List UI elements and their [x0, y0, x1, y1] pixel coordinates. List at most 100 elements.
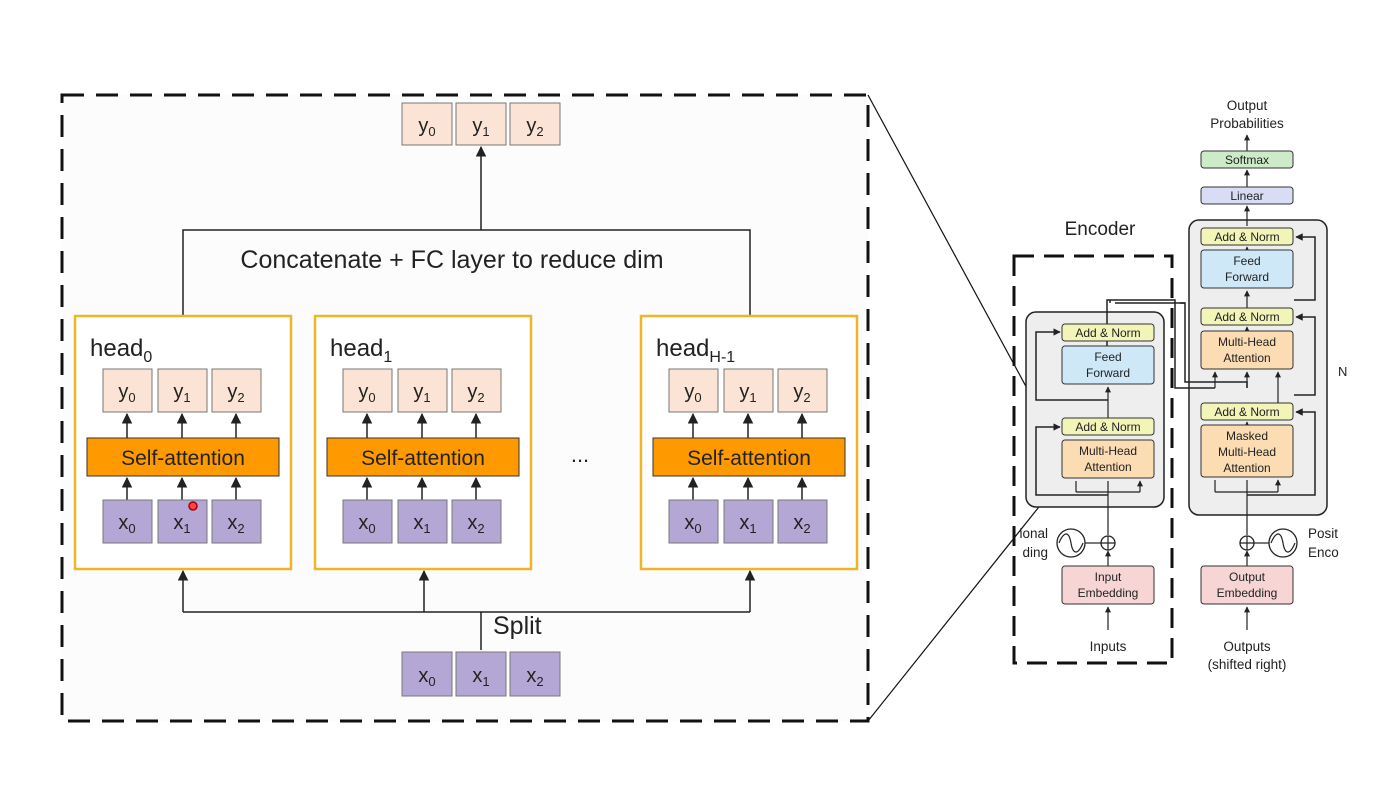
linear-box — [1200, 186, 1294, 205]
head-input-token — [342, 499, 393, 544]
multi-head-attention-box — [1200, 330, 1294, 370]
add-norm-box — [1200, 227, 1294, 246]
encoder-to-decoder-connection — [1115, 302, 1248, 388]
input-embedding-label: Input — [1095, 570, 1122, 584]
feed-forward-box — [1061, 345, 1155, 385]
arrow — [1075, 481, 1140, 535]
input-token-row: x0 x1 x2 — [401, 651, 561, 697]
input-embedding-box — [1061, 565, 1155, 605]
head-output-token — [777, 368, 828, 413]
residual-connection — [1035, 423, 1108, 496]
add-norm-box — [1061, 417, 1155, 436]
head-input-token-label: x0 — [684, 512, 701, 536]
head-output-token — [342, 368, 393, 413]
add-circle-icon — [1101, 536, 1115, 550]
encoder-title: Encoder — [1065, 219, 1136, 240]
head-input-token — [723, 499, 774, 544]
multi-head-attention-box — [1061, 439, 1155, 479]
self-attention-label: Self-attention — [361, 447, 485, 470]
self-attention-box — [326, 437, 520, 477]
head-input-token-label: x0 — [358, 512, 375, 536]
clipped-label: N — [1338, 364, 1347, 379]
output-token-row: y0 y1 y2 — [401, 102, 561, 146]
residual-connection — [1294, 233, 1316, 301]
svg-text:x1: x1 — [472, 665, 489, 689]
attention-heads: head0y0x0y1x1y2x2Self-attentionhead1y0x0… — [73, 314, 859, 571]
output-embedding-label: Output — [1229, 570, 1266, 584]
attention-label: Attention — [1223, 351, 1270, 365]
cursor-pointer-icon — [188, 501, 198, 511]
output-token — [509, 102, 561, 146]
output-embedding-label: Embedding — [1217, 586, 1278, 600]
head-output-token-label: y2 — [467, 381, 484, 405]
head-input-token — [451, 499, 502, 544]
head-output-token — [211, 368, 262, 413]
add-norm-label: Add & Norm — [1214, 310, 1279, 324]
self-attention-label: Self-attention — [121, 447, 245, 470]
add-norm-label: Add & Norm — [1214, 405, 1279, 419]
head-input-token-label: x0 — [118, 512, 135, 536]
head-input-token — [668, 499, 719, 544]
zoom-panel-dashed-border — [60, 93, 870, 723]
head-input-token-label: x2 — [467, 512, 484, 536]
add-circle-icon — [1240, 536, 1254, 550]
feed-forward-box — [1200, 249, 1294, 289]
encoder-dashed-border — [1012, 254, 1174, 665]
head-output-token-label: y2 — [227, 381, 244, 405]
softmax-box — [1200, 150, 1294, 169]
positional-encoding-label: ional — [1019, 526, 1048, 541]
encoder-to-decoder-connection — [1106, 299, 1215, 389]
head-output-token — [102, 368, 153, 413]
svg-text:y2: y2 — [526, 115, 543, 139]
feed-forward-label: Forward — [1225, 270, 1269, 284]
input-embedding-label: Embedding — [1078, 586, 1139, 600]
head-output-token-label: y0 — [684, 381, 701, 405]
softmax-label: Softmax — [1225, 153, 1269, 167]
masked-attention-label: Multi-Head — [1218, 445, 1276, 459]
sine-wave-icon — [1270, 533, 1296, 553]
outputs-label: Outputs — [1223, 639, 1271, 654]
head-output-token-label: y0 — [358, 381, 375, 405]
head-output-token-label: y1 — [413, 381, 430, 405]
residual-connection — [1294, 313, 1316, 396]
head-output-token-label: y1 — [173, 381, 190, 405]
head-output-token — [451, 368, 502, 413]
output-probabilities-label: Output — [1227, 98, 1268, 113]
attention-label: Multi-Head — [1218, 335, 1276, 349]
zoom-connector-line — [867, 94, 1056, 441]
self-attention-box — [652, 437, 846, 477]
output-token — [401, 102, 453, 146]
inputs-label: Inputs — [1090, 639, 1127, 654]
head-input-token — [397, 499, 448, 544]
head-output-token-label: y0 — [118, 381, 135, 405]
input-token — [509, 651, 561, 697]
residual-connection — [1247, 408, 1316, 496]
add-norm-box — [1061, 323, 1155, 342]
head-output-token — [157, 368, 208, 413]
attention-label: Multi-Head — [1079, 444, 1137, 458]
input-token — [401, 651, 453, 697]
head-input-token-label: x1 — [413, 512, 430, 536]
input-token — [455, 651, 507, 697]
head-input-token — [777, 499, 828, 544]
add-norm-box — [1200, 307, 1294, 326]
concat-label: Concatenate + FC layer to reduce dim — [240, 246, 663, 274]
add-norm-label: Add & Norm — [1075, 420, 1140, 434]
head-input-token-label: x1 — [739, 512, 756, 536]
positional-encoding-label: Enco — [1308, 545, 1339, 560]
residual-connection — [1035, 328, 1108, 401]
svg-text:y1: y1 — [472, 115, 489, 139]
masked-attention-box — [1200, 424, 1294, 478]
head-input-token-label: x2 — [793, 512, 810, 536]
svg-text:x2: x2 — [526, 665, 543, 689]
masked-attention-label: Attention — [1223, 461, 1270, 475]
positional-encoding-label: Posit — [1308, 526, 1338, 541]
head-output-token-label: y2 — [793, 381, 810, 405]
zoom-connector-line — [867, 477, 1063, 722]
masked-attention-label: Masked — [1226, 429, 1268, 443]
head-output-token — [723, 368, 774, 413]
concat-connector — [182, 229, 751, 316]
